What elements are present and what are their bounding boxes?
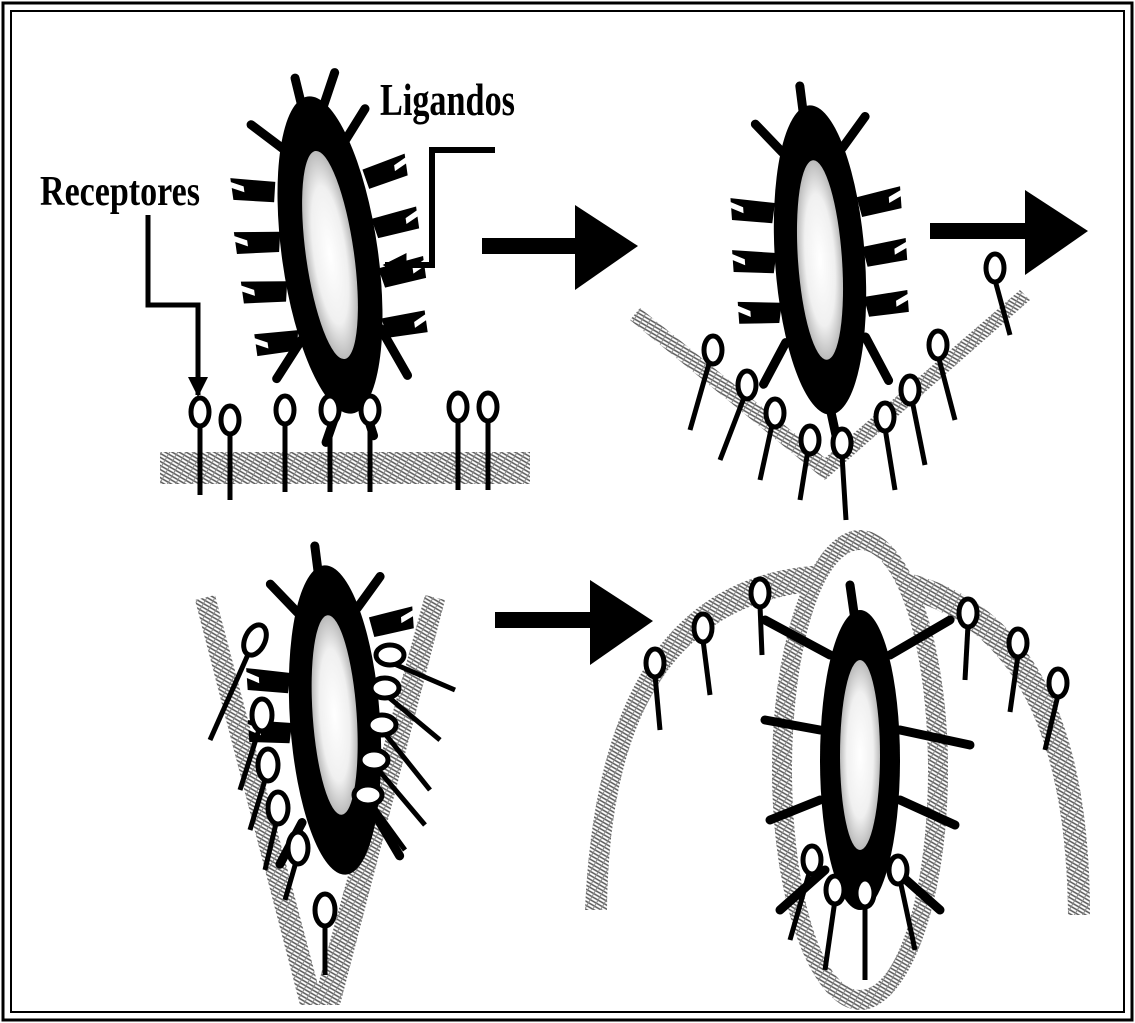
inner-frame <box>11 11 1124 1012</box>
step-arrow-3 <box>495 580 653 665</box>
step-arrow-1 <box>482 205 638 290</box>
receptors-label: Receptores <box>40 169 200 215</box>
panel-2-engulfment-start <box>630 79 1030 520</box>
ligands-label: Ligandos <box>380 74 515 125</box>
step-arrow-2 <box>930 190 1088 275</box>
panel-3-wrapping <box>195 539 455 1005</box>
panel-4-phagosome <box>585 530 1090 1010</box>
receptors-pointer <box>148 215 198 395</box>
flat-membrane <box>160 452 530 484</box>
outer-frame <box>3 3 1132 1020</box>
panel-1-attachment: Ligandos Receptores <box>40 64 530 500</box>
